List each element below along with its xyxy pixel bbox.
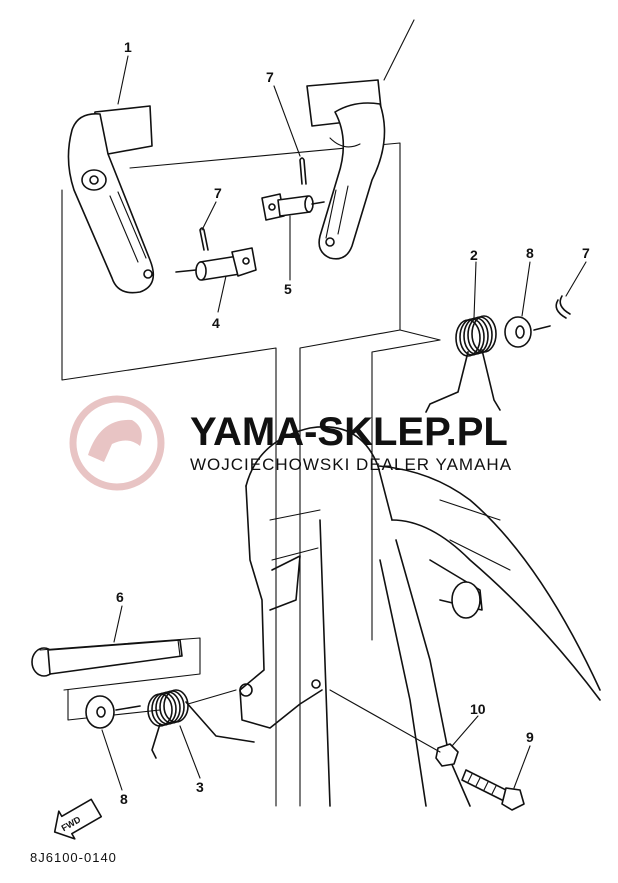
- bracket-left: [67, 105, 155, 294]
- callout-7-top: 7: [266, 69, 274, 85]
- nut: [329, 689, 459, 767]
- spring-lower: [147, 689, 255, 759]
- cotter-pin-b: [199, 227, 209, 251]
- fwd-arrow-icon: FWD: [53, 798, 103, 840]
- watermark-subtitle: WOJCIECHOWSKI DEALER YAMAHA: [190, 455, 512, 474]
- watermark: YAMA-SKLEP.PL WOJCIECHOWSKI DEALER YAMAH…: [69, 395, 512, 491]
- washer-upper: [504, 316, 551, 348]
- spring-upper: [425, 315, 501, 413]
- watermark-logo-mark: [88, 419, 142, 462]
- callout-5: 5: [284, 281, 292, 297]
- callout-7-right: 7: [582, 245, 590, 261]
- callout-1: 1: [124, 39, 132, 55]
- pin-right: [261, 193, 325, 221]
- washer-lower: [85, 695, 141, 729]
- upper-assembly-box-right: [299, 329, 401, 807]
- callout-10: 10: [470, 701, 486, 717]
- callout-4: 4: [212, 315, 220, 331]
- lower-assembly-box-b: [67, 689, 161, 721]
- lower-assembly-box: [39, 637, 201, 691]
- short-bolt: [461, 769, 525, 811]
- spring-leader: [371, 339, 441, 641]
- callout-8-top: 8: [526, 245, 534, 261]
- callout-9: 9: [526, 729, 534, 745]
- callout-7-mid: 7: [214, 185, 222, 201]
- cotter-pin-a: [299, 157, 307, 185]
- upper-assembly-box-left: [61, 189, 277, 807]
- part-code: 8J6100-0140: [30, 850, 117, 865]
- callout-6: 6: [116, 589, 124, 605]
- frame-body: [239, 426, 601, 807]
- bracket-right: [306, 79, 386, 260]
- callouts: 1 7 7 5 4 2 8 7 6 10 9 3 8: [116, 39, 590, 807]
- upper-assembly-box: [129, 142, 441, 341]
- cotter-pin-c: [555, 295, 571, 319]
- callout-3: 3: [196, 779, 204, 795]
- callout-2: 2: [470, 247, 478, 263]
- watermark-logo-icon: [69, 395, 165, 491]
- callout-8-bottom: 8: [120, 791, 128, 807]
- callout-leaders: [101, 19, 587, 791]
- pin-left: [175, 247, 257, 281]
